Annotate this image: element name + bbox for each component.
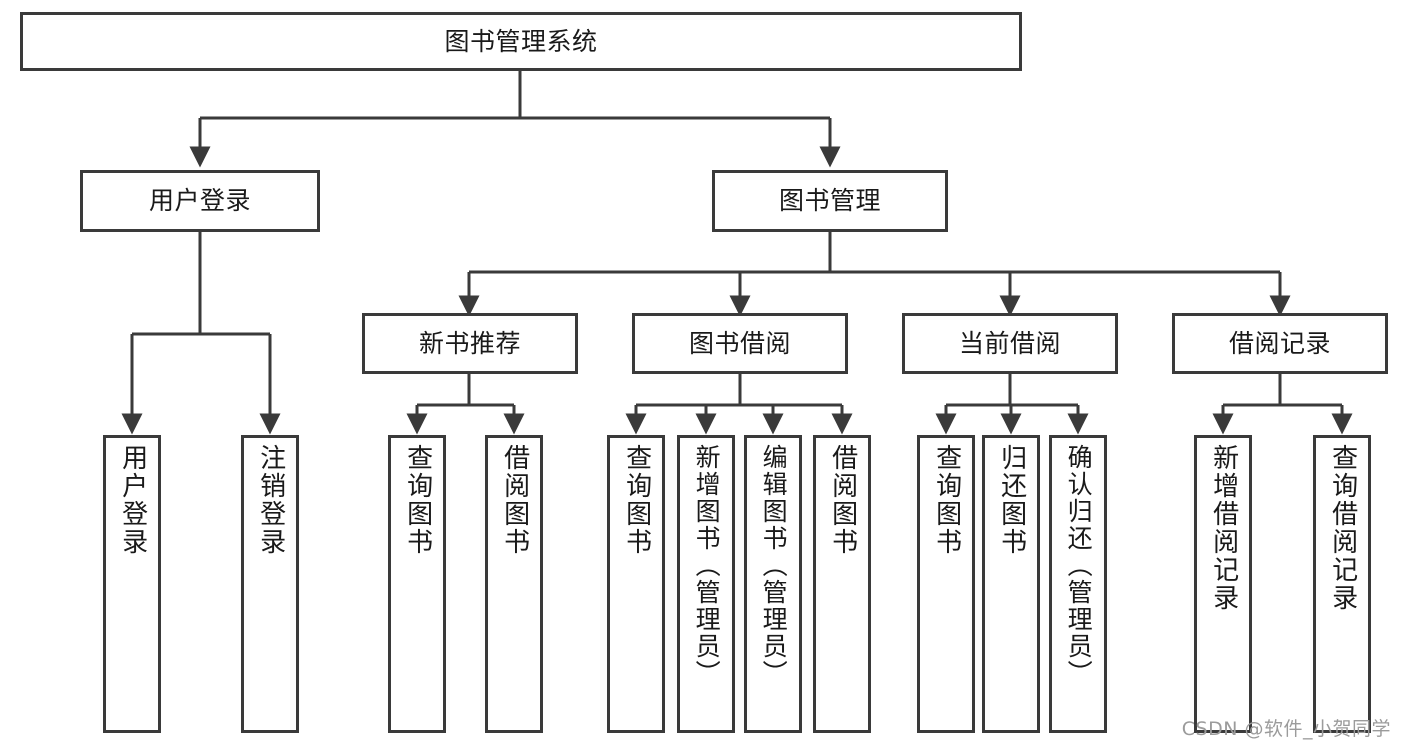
node-book-manage[interactable]: 图书管理 xyxy=(712,170,948,232)
leaf-current-borrow-confirm-return-admin[interactable]: 确认归还（管理员） xyxy=(1049,435,1107,733)
node-book-borrow[interactable]: 图书借阅 xyxy=(632,313,848,374)
node-label: 编辑图书（管理员） xyxy=(759,444,789,687)
watermark-text: CSDN @软件_小贺同学 xyxy=(1181,718,1391,740)
leaf-book-borrow-add-book-admin[interactable]: 新增图书（管理员） xyxy=(677,435,735,733)
leaf-book-borrow-edit-book-admin[interactable]: 编辑图书（管理员） xyxy=(744,435,802,733)
leaf-book-borrow-borrow-book[interactable]: 借阅图书 xyxy=(813,435,871,733)
leaf-current-borrow-query-book[interactable]: 查询图书 xyxy=(917,435,975,733)
node-label: 图书借阅 xyxy=(688,328,791,358)
leaf-borrow-record-query-record[interactable]: 查询借阅记录 xyxy=(1313,435,1371,733)
node-label: 用户登录 xyxy=(117,444,148,556)
node-label: 新增借阅记录 xyxy=(1208,444,1239,612)
node-label: 查询借阅记录 xyxy=(1327,444,1358,612)
leaf-new-book-borrow-book[interactable]: 借阅图书 xyxy=(485,435,543,733)
node-label: 注销登录 xyxy=(255,444,286,556)
node-label: 用户登录 xyxy=(148,186,251,216)
node-label: 归还图书 xyxy=(996,444,1027,556)
node-label: 查询图书 xyxy=(931,444,962,556)
node-borrow-record[interactable]: 借阅记录 xyxy=(1172,313,1388,374)
node-label: 查询图书 xyxy=(621,444,652,556)
node-label: 新书推荐 xyxy=(418,328,521,358)
node-current-borrow[interactable]: 当前借阅 xyxy=(902,313,1118,374)
leaf-new-book-query-book[interactable]: 查询图书 xyxy=(388,435,446,733)
node-label: 借阅记录 xyxy=(1228,328,1331,358)
node-root-system[interactable]: 图书管理系统 xyxy=(20,12,1022,71)
leaf-current-borrow-return-book[interactable]: 归还图书 xyxy=(982,435,1040,733)
node-user-login[interactable]: 用户登录 xyxy=(80,170,320,232)
node-label: 借阅图书 xyxy=(827,444,858,556)
leaf-user-login-do[interactable]: 用户登录 xyxy=(103,435,161,733)
node-label: 图书管理系统 xyxy=(444,26,598,56)
node-label: 图书管理 xyxy=(778,186,881,216)
node-label: 当前借阅 xyxy=(958,328,1061,358)
node-label: 新增图书（管理员） xyxy=(692,444,722,687)
leaf-borrow-record-add-record[interactable]: 新增借阅记录 xyxy=(1194,435,1252,733)
node-label: 查询图书 xyxy=(402,444,433,556)
leaf-book-borrow-query-book[interactable]: 查询图书 xyxy=(607,435,665,733)
node-label: 借阅图书 xyxy=(499,444,530,556)
node-new-book-recommend[interactable]: 新书推荐 xyxy=(362,313,578,374)
node-label: 确认归还（管理员） xyxy=(1064,444,1094,687)
leaf-user-logout[interactable]: 注销登录 xyxy=(241,435,299,733)
